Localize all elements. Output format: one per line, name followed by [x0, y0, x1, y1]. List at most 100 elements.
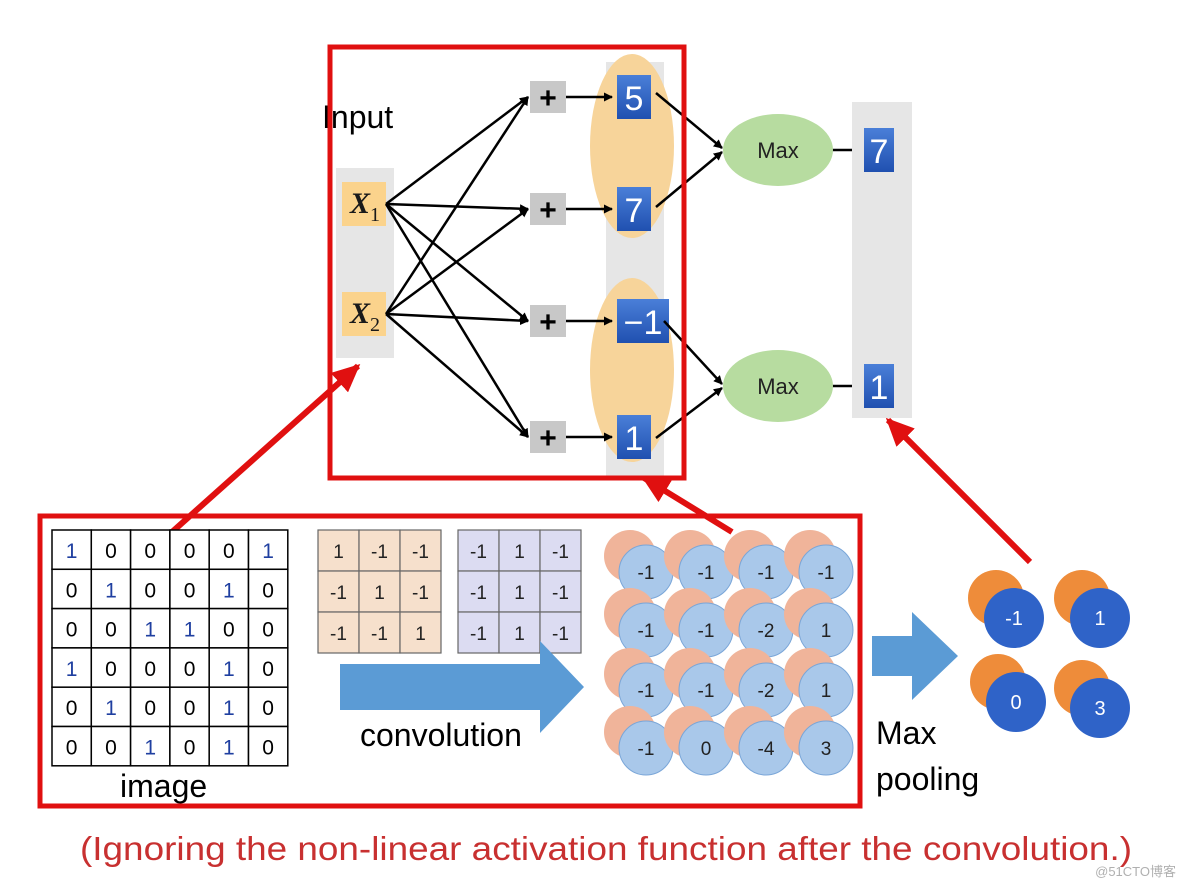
sum-symbol: +	[539, 194, 557, 227]
sum-node	[530, 193, 566, 225]
conv-output-node	[617, 187, 651, 231]
filter-cell	[399, 529, 442, 572]
pool-connections	[655, 92, 865, 439]
image-cell-value: 0	[223, 619, 235, 642]
max-pooling-arrow	[872, 612, 958, 700]
filter-cell	[498, 611, 541, 654]
pooled-value: 0	[1010, 692, 1021, 714]
image-cell-value: 0	[262, 658, 274, 681]
pool-output-value: 7	[870, 133, 889, 171]
image-cell-value: 1	[223, 737, 235, 760]
image-cell-value: 1	[105, 579, 117, 602]
image-cell	[51, 725, 93, 767]
convolution-label: convolution	[360, 717, 522, 753]
filter-cell	[358, 611, 401, 654]
pooled-value: -1	[1005, 608, 1023, 630]
conv-output-value: 7	[625, 192, 644, 230]
sum-node	[530, 305, 566, 337]
image-cell-value: 1	[66, 540, 78, 563]
sum-symbol: +	[539, 82, 557, 115]
pool-output-node	[864, 364, 894, 408]
conv-output-value: 1	[625, 420, 644, 458]
pooled-circle	[984, 588, 1044, 648]
image-cell-value: 0	[262, 579, 274, 602]
svg-text:X2: X2	[349, 297, 380, 336]
image-cell-value: 1	[262, 540, 274, 563]
filter-cell-value: 1	[374, 583, 385, 604]
max-node-bottom: Max	[723, 350, 833, 422]
pool-output-value: 1	[870, 369, 889, 407]
filter-cell	[358, 529, 401, 572]
input-node-x1: X1	[342, 182, 386, 226]
feature-value: -2	[758, 621, 775, 642]
feature-value: 3	[821, 739, 832, 760]
filter-cell-value: 1	[514, 542, 525, 563]
filter-cell-value: -1	[330, 583, 347, 604]
image-cell-value: 0	[184, 540, 196, 563]
convolution-arrow	[340, 641, 584, 733]
red-connector-arrows	[170, 363, 1033, 565]
filter-cell	[539, 529, 582, 572]
image-cell-value: 1	[66, 658, 78, 681]
image-cell-value: 1	[184, 619, 196, 642]
max-node-top: Max	[723, 114, 833, 186]
svg-text:X1: X1	[349, 187, 380, 226]
filter-cell-value: -1	[330, 624, 347, 645]
pooled-value: 3	[1094, 698, 1105, 720]
image-cell-value: 0	[184, 737, 196, 760]
image-cell-value: 0	[66, 579, 78, 602]
feature-value: -1	[638, 621, 655, 642]
image-cell-value: 0	[105, 737, 117, 760]
image-cell-value: 1	[223, 697, 235, 720]
filter-cell-value: 1	[415, 624, 426, 645]
image-cell-value: 0	[144, 540, 156, 563]
filter-cell	[498, 570, 541, 613]
feature-value: -1	[638, 681, 655, 702]
image-cell	[208, 725, 250, 767]
filter-cell	[399, 570, 442, 613]
feature-value: -1	[818, 563, 835, 584]
filter-cell	[317, 570, 360, 613]
max-label: Max	[757, 374, 799, 399]
image-cell-value: 0	[262, 619, 274, 642]
image-cell	[90, 725, 132, 767]
filter-cell-value: 1	[514, 583, 525, 604]
network-frame	[327, 44, 687, 481]
filter-cell-value: 1	[514, 624, 525, 645]
image-caption: image	[120, 768, 207, 804]
feature-value: -1	[758, 563, 775, 584]
input-node-x2: X2	[342, 292, 386, 336]
pooled-circle	[1070, 678, 1130, 738]
filter-cell	[457, 611, 500, 654]
filter-cell	[457, 529, 500, 572]
image-cell	[247, 686, 289, 728]
image-cell-value: 1	[223, 658, 235, 681]
feature-value: -1	[638, 739, 655, 760]
conv-output-node	[617, 415, 651, 459]
image-cell-value: 0	[66, 737, 78, 760]
feature-circle	[798, 720, 854, 776]
image-cell-value: 0	[184, 697, 196, 720]
image-cell-value: 1	[223, 579, 235, 602]
filter-cell-value: -1	[470, 583, 487, 604]
filter-cell-value: -1	[412, 542, 429, 563]
filter-cell	[539, 611, 582, 654]
feature-value: -1	[698, 563, 715, 584]
image-cell	[169, 607, 210, 649]
input-sub: 2	[370, 314, 380, 336]
pool-output-node	[864, 128, 894, 172]
input-var: X	[349, 187, 371, 220]
sum-node	[530, 421, 566, 453]
max-pooling-line-1: Max	[876, 715, 936, 751]
image-cell-value: 0	[262, 737, 274, 760]
image-cell-value: 0	[105, 540, 117, 563]
max-label: Max	[757, 138, 799, 163]
feature-value: -1	[698, 681, 715, 702]
feature-value: 1	[821, 621, 832, 642]
image-cell-value: 0	[66, 619, 78, 642]
feature-value: -4	[758, 739, 775, 760]
image-cell-value: 0	[144, 579, 156, 602]
